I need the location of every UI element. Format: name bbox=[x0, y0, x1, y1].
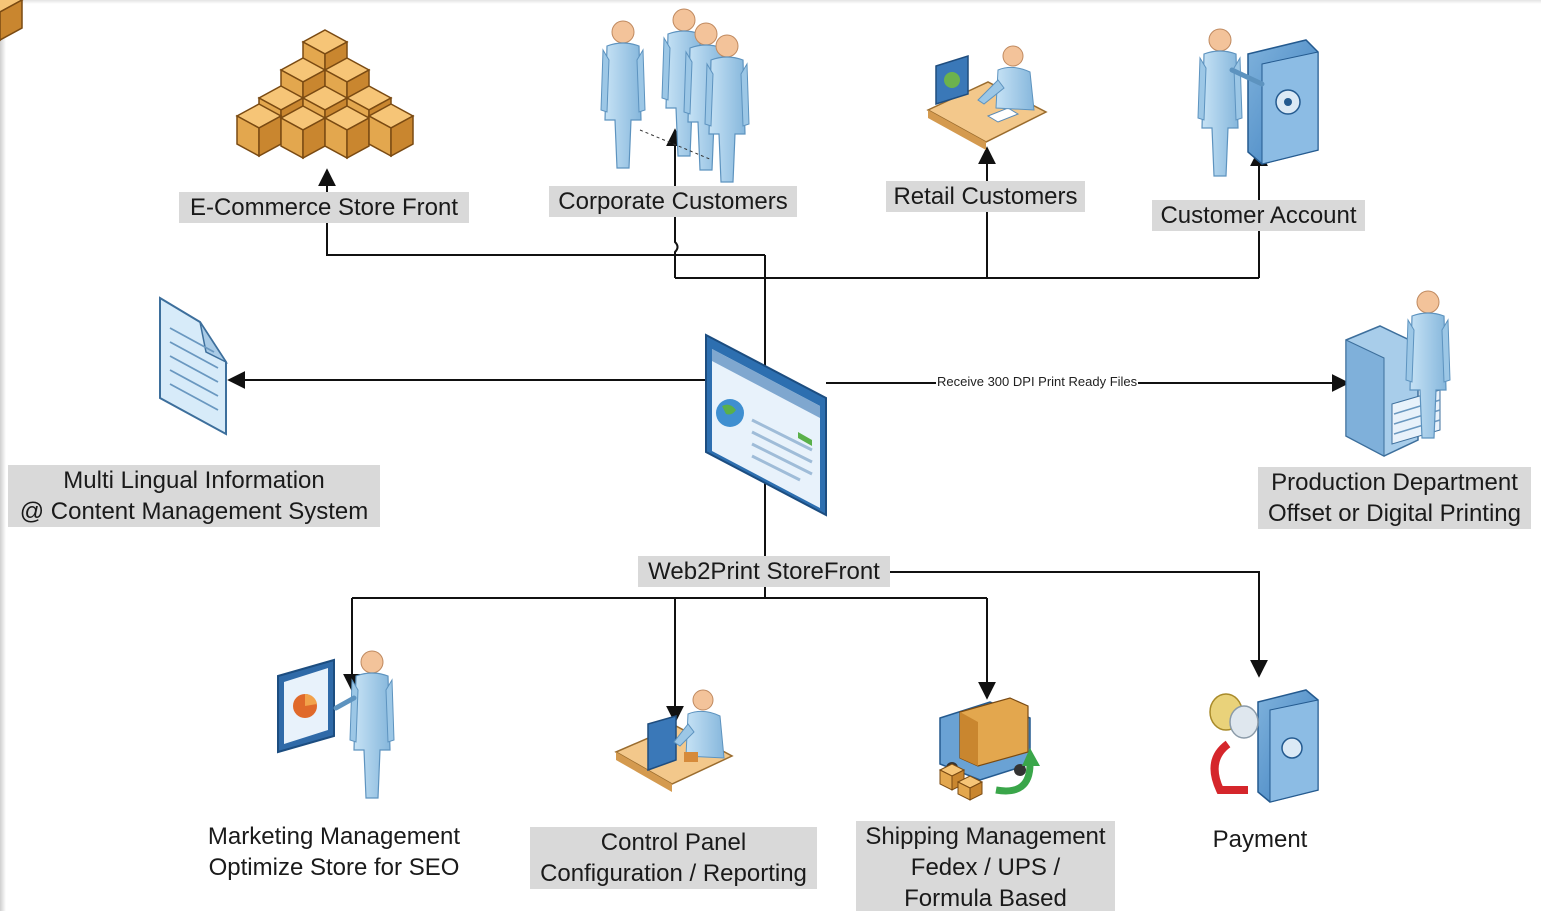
node-label-corporate: Corporate Customers bbox=[549, 186, 797, 217]
person-at-computer-icon bbox=[926, 45, 1048, 150]
document-icon bbox=[159, 296, 229, 436]
edge-hub-to-payment bbox=[888, 571, 1268, 678]
delivery-truck-icon bbox=[938, 697, 1040, 801]
edge-hub-to-corporate bbox=[666, 128, 684, 278]
node-label-shipping: Shipping Management Fedex / UPS / Formul… bbox=[856, 821, 1115, 911]
coins-and-safe-icon bbox=[1209, 689, 1319, 803]
storefront-browser-icon bbox=[705, 333, 827, 517]
connectors bbox=[227, 128, 1350, 724]
edge-label-production: Receive 300 DPI Print Ready Files bbox=[936, 374, 1139, 389]
person-presenting-chart-icon bbox=[277, 650, 395, 799]
people-group-icon bbox=[600, 8, 750, 183]
node-label-production: Production Department Offset or Digital … bbox=[1258, 467, 1531, 529]
frame-shadow-left bbox=[0, 0, 6, 911]
node-label-ecommerce: E-Commerce Store Front bbox=[179, 192, 469, 223]
node-label-account: Customer Account bbox=[1152, 200, 1365, 231]
person-at-safe-icon bbox=[1197, 28, 1319, 177]
node-label-control: Control Panel Configuration / Reporting bbox=[530, 827, 817, 889]
node-label-retail: Retail Customers bbox=[886, 181, 1085, 212]
node-label-cms: Multi Lingual Information @ Content Mana… bbox=[8, 465, 380, 527]
frame-shadow-top bbox=[0, 0, 1541, 4]
person-at-workstation-icon bbox=[614, 689, 734, 792]
node-label-payment: Payment bbox=[1212, 826, 1308, 853]
hub-label: Web2Print StoreFront bbox=[638, 556, 890, 587]
printing-press-icon bbox=[1345, 290, 1451, 457]
node-label-marketing: Marketing Management Optimize Store for … bbox=[207, 823, 461, 881]
boxes-icon bbox=[0, 0, 414, 159]
